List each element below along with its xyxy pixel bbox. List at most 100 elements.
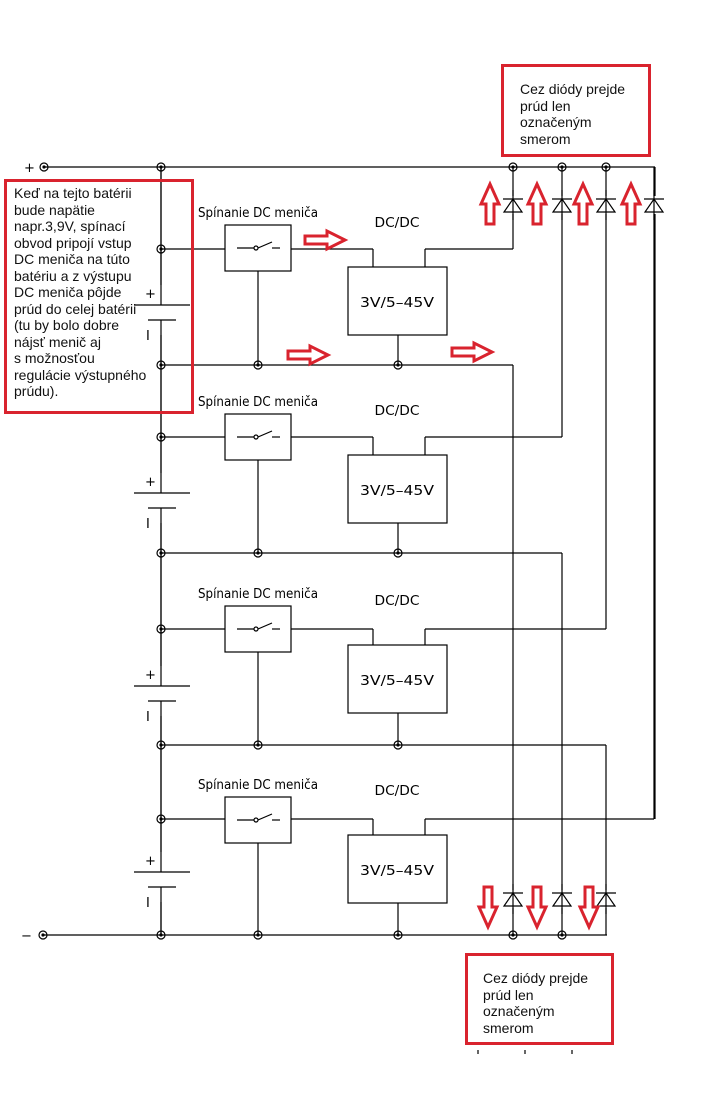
- switch-blade: [257, 813, 273, 821]
- converter-label: DC/DC: [375, 216, 420, 231]
- note-line: Cez diódy prejde: [483, 970, 589, 986]
- battery-plus-mark: +: [145, 475, 156, 490]
- junction-node: [508, 930, 518, 940]
- junction-node: [393, 930, 403, 940]
- arrow-up-icon: [525, 180, 549, 226]
- junction-node: [393, 360, 403, 370]
- arrow-right-icon: [450, 340, 496, 364]
- junction-node: [38, 930, 48, 940]
- note-line: obvod pripojí vstup: [14, 234, 132, 251]
- diode-icon: [595, 891, 617, 907]
- arrow-up-icon: [478, 180, 502, 226]
- junction-dot: [511, 933, 515, 937]
- note-line: prúd len: [520, 97, 571, 114]
- battery-minus-mark: I: [146, 517, 150, 532]
- note-line: regulácie výstupného: [14, 366, 147, 383]
- battery-gap: [134, 285, 190, 335]
- note-line: prúd len: [483, 986, 534, 1003]
- note-line: smerom: [520, 130, 571, 147]
- junction-node: [253, 360, 263, 370]
- note-line: batériu a z výstupu: [14, 267, 132, 284]
- junction-dot: [256, 363, 260, 367]
- junction-node: [393, 548, 403, 558]
- battery-minus-mark: I: [146, 896, 150, 911]
- diode-icon: [551, 891, 573, 907]
- junction-dot: [256, 551, 260, 555]
- diode-icon: [551, 197, 573, 213]
- junction-dot: [560, 933, 564, 937]
- switch-label: Spínanie DC meniča: [198, 395, 318, 410]
- arrow-down-icon: [577, 885, 601, 931]
- junction-dot: [396, 933, 400, 937]
- junction-node: [601, 162, 611, 172]
- switch-blade: [257, 241, 273, 249]
- converter-label: DC/DC: [375, 784, 420, 799]
- junction-node: [508, 162, 518, 172]
- battery-gap: [134, 666, 190, 716]
- junction-dot: [560, 165, 564, 169]
- arrow-up-icon: [619, 180, 643, 226]
- junction-dot: [159, 165, 163, 169]
- converter-rating: 3V/5–45V: [360, 674, 434, 689]
- junction-dot: [256, 933, 260, 937]
- junction-node: [393, 740, 403, 750]
- diode-icon: [595, 197, 617, 213]
- converter-rating: 3V/5–45V: [360, 296, 434, 311]
- note-line: (tu by bolo dobre: [14, 317, 120, 333]
- battery-gap: [134, 473, 190, 523]
- junction-dot: [42, 165, 46, 169]
- junction-node: [253, 740, 263, 750]
- junction-node: [156, 162, 166, 172]
- converter-rating: 3V/5–45V: [360, 864, 434, 879]
- junction-node: [557, 162, 567, 172]
- switch-pivot: [253, 245, 259, 251]
- converter-label: DC/DC: [375, 594, 420, 609]
- plus-terminal-label: +: [24, 161, 35, 176]
- diode-icon: [643, 197, 665, 213]
- note-line: označeným: [483, 1003, 555, 1019]
- note-line: nájsť menič aj: [14, 333, 101, 350]
- junction-dot: [396, 743, 400, 747]
- note-line: smerom: [483, 1019, 534, 1036]
- battery-plus-mark: +: [145, 287, 156, 302]
- junction-dot: [604, 165, 608, 169]
- diode-icon: [502, 197, 524, 213]
- switch-blade: [257, 622, 273, 630]
- junction-dot: [396, 551, 400, 555]
- note-line: s možnosťou: [14, 350, 95, 366]
- converter-label: DC/DC: [375, 404, 420, 419]
- junction-dot: [396, 363, 400, 367]
- arrow-right-icon: [303, 228, 349, 252]
- note-line: DC meniča pôjde: [14, 284, 122, 300]
- note-line: prúd do celej batérii: [14, 300, 137, 317]
- note-line: DC meniča na túto: [14, 251, 130, 267]
- switch-label: Spínanie DC meniča: [198, 778, 318, 793]
- switch-pivot: [253, 626, 259, 632]
- battery-minus-mark: I: [146, 710, 150, 725]
- note-line: Cez diódy prejde: [520, 81, 626, 97]
- note-line: prúdu).: [14, 383, 59, 399]
- junction-node: [253, 548, 263, 558]
- arrow-down-icon: [476, 885, 500, 931]
- note-line: Keď na tejto batérii: [14, 185, 132, 201]
- switch-pivot: [253, 817, 259, 823]
- note-line: bude napätie: [14, 201, 95, 218]
- junction-dot: [256, 743, 260, 747]
- junction-node: [557, 930, 567, 940]
- arrow-up-icon: [571, 180, 595, 226]
- note-line: napr.3,9V, spínací: [14, 218, 126, 234]
- arrow-right-icon: [286, 343, 332, 367]
- note-line: označeným: [520, 114, 592, 130]
- battery-minus-mark: I: [146, 329, 150, 344]
- battery-plus-mark: +: [145, 854, 156, 869]
- switch-label: Spínanie DC meniča: [198, 587, 318, 602]
- junction-node: [39, 162, 49, 172]
- minus-terminal-label: −: [21, 929, 32, 944]
- switch-pivot: [253, 434, 259, 440]
- junction-dot: [41, 933, 45, 937]
- switch-label: Spínanie DC meniča: [198, 206, 318, 221]
- junction-dot: [511, 165, 515, 169]
